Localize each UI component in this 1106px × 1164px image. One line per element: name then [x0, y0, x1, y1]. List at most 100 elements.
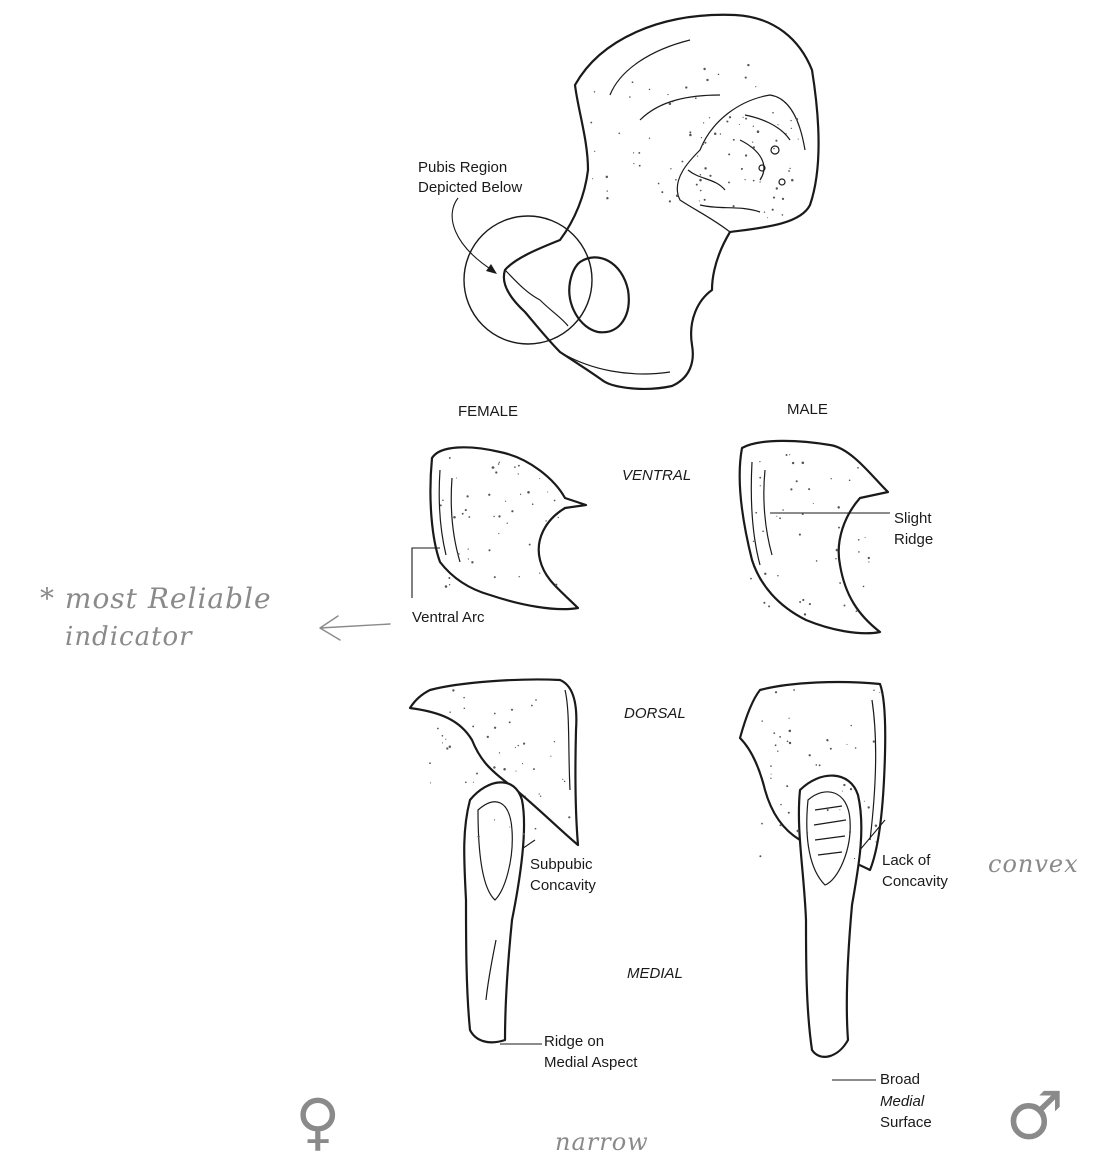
stipple-dot: [729, 116, 731, 118]
stipple-dot: [802, 599, 804, 601]
stipple-dot: [770, 765, 772, 767]
stipple-dot: [629, 96, 631, 98]
stipple-dot: [868, 806, 870, 808]
stipple-dot: [865, 537, 866, 538]
stipple-dot: [594, 91, 595, 92]
stipple-dot: [755, 86, 756, 87]
stipple-dot: [775, 140, 777, 142]
heading-male: MALE: [787, 400, 828, 420]
stipple-dot: [488, 494, 490, 496]
stipple-dot: [718, 74, 720, 76]
stipple-dot: [697, 156, 698, 157]
stipple-dot: [714, 133, 717, 136]
stipple-dot: [539, 478, 540, 479]
label-broad: Broad: [880, 1070, 920, 1090]
stipple-dot: [809, 754, 811, 756]
stipple-dot: [764, 573, 766, 575]
stipple-dot: [759, 181, 760, 182]
stipple-dot: [777, 751, 778, 752]
stipple-dot: [791, 128, 792, 129]
stipple-dot: [649, 89, 651, 91]
stipple-dot: [667, 94, 668, 95]
stipple-dot: [808, 488, 810, 490]
stipple-dot: [876, 841, 877, 842]
stipple-dot: [772, 112, 774, 114]
stipple-dot: [846, 744, 847, 745]
stipple-dot: [670, 168, 671, 169]
stipple-dot: [796, 118, 798, 120]
stipple-dot: [826, 739, 828, 741]
stipple-dot: [700, 190, 701, 191]
stipple-dot: [850, 725, 852, 727]
stipple-dot: [689, 134, 692, 137]
stipple-dot: [523, 743, 525, 745]
stipple-dot: [745, 118, 747, 120]
stipple-dot: [819, 764, 821, 766]
stipple-dot: [835, 558, 836, 559]
stipple-dot: [700, 174, 702, 176]
stipple-dot: [779, 824, 781, 826]
stipple-dot: [760, 485, 761, 486]
stipple-dot: [752, 141, 753, 142]
stipple-dot: [875, 825, 877, 827]
stipple-dot: [868, 561, 869, 562]
stipple-dot: [744, 179, 745, 180]
stipple-dot: [772, 209, 774, 211]
stipple-dot: [466, 495, 468, 497]
stipple-dot: [696, 184, 698, 186]
male-ventral-view: [740, 441, 888, 633]
stipple-dot: [699, 200, 700, 201]
label-surface: Surface: [880, 1113, 932, 1133]
stipple-dot: [761, 720, 762, 721]
label-ridge-on: Ridge on: [544, 1032, 604, 1052]
stipple-dot: [813, 503, 814, 504]
stipple-dot: [827, 809, 829, 811]
stipple-dot: [764, 212, 765, 213]
stipple-dot: [518, 745, 519, 746]
stipple-dot: [477, 835, 479, 837]
stipple-dot: [498, 463, 500, 465]
stipple-dot: [768, 605, 770, 607]
stipple-dot: [658, 183, 660, 185]
stipple-dot: [776, 187, 778, 189]
stipple-dot: [767, 217, 768, 218]
stipple-dot: [703, 122, 704, 123]
stipple-dot: [562, 779, 563, 780]
stipple-dot: [755, 512, 757, 514]
label-subpubic: Subpubic: [530, 855, 593, 875]
stipple-dot: [785, 133, 786, 134]
stipple-dot: [429, 762, 431, 764]
male-medial-view: [799, 776, 861, 1057]
stipple-dot: [540, 795, 541, 796]
stipple-dot: [448, 577, 450, 579]
stipple-dot: [633, 152, 634, 153]
stipple-dot: [726, 120, 728, 122]
stipple-dot: [446, 747, 448, 749]
stipple-dot: [777, 124, 778, 125]
stipple-dot: [844, 820, 845, 821]
stipple-dot: [661, 191, 663, 193]
stipple-dot: [837, 506, 839, 508]
stipple-dot: [449, 584, 450, 585]
stipple-dot: [539, 793, 540, 794]
stipple-dot: [780, 804, 781, 805]
stipple-dot: [779, 736, 781, 738]
stipple-dot: [499, 752, 500, 753]
label-medial-aspect: Medial Aspect: [544, 1053, 637, 1073]
stipple-dot: [533, 768, 535, 770]
stipple-dot: [437, 728, 439, 730]
stipple-dot: [709, 175, 711, 177]
stipple-dot: [525, 796, 526, 797]
stipple-dot: [494, 819, 495, 820]
stipple-dot: [449, 711, 451, 713]
stipple-dot: [720, 133, 721, 134]
stipple-dot: [750, 578, 752, 580]
stipple-dot: [733, 139, 735, 141]
stipple-dot: [440, 504, 442, 506]
stipple-dot: [864, 801, 865, 802]
stipple-dot: [681, 161, 683, 163]
label-pubis-region: Pubis Region: [418, 158, 507, 178]
ventral-arc-leader: [412, 548, 440, 598]
male-symbol: ♂: [1005, 1078, 1065, 1155]
